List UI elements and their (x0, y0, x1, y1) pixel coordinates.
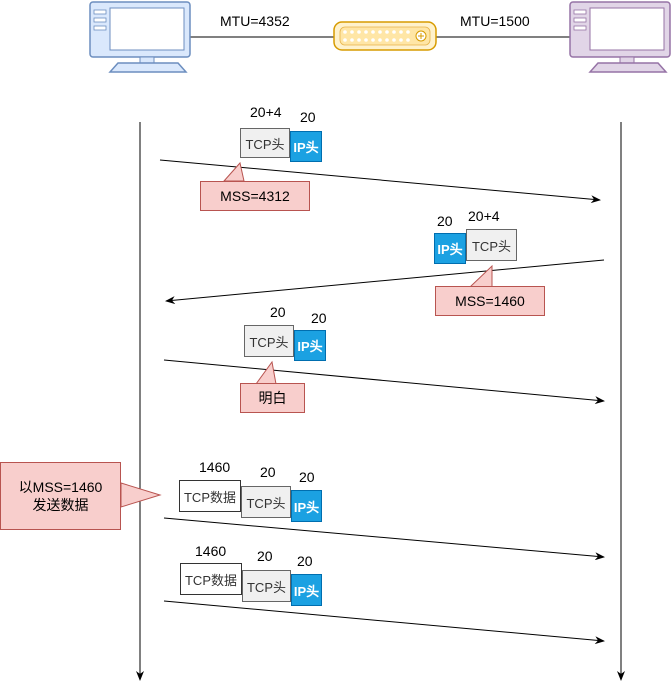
ip-size-label: 20 (297, 553, 313, 569)
ack-note: 明白 (240, 383, 305, 413)
syn-ack-arrow (165, 259, 605, 305)
data-arrow-2 (163, 600, 605, 645)
send-mss-line1: 以MSS=1460 (18, 479, 103, 495)
ip-header: IP头 (291, 490, 322, 522)
tcp-header: TCP头 (242, 570, 291, 602)
tcp-size-label: 20+4 (250, 104, 282, 120)
tcp-header: TCP头 (241, 486, 291, 518)
data-size-label: 1460 (199, 459, 231, 475)
ack-arrow (163, 359, 605, 405)
ip-size-label: 20 (300, 109, 316, 125)
tcp-header: TCP头 (244, 325, 294, 357)
computer-icon (569, 1, 671, 73)
tcp-header: TCP头 (240, 128, 290, 158)
ip-size-label: 20 (311, 310, 327, 326)
tcp-size-label: 20 (270, 304, 286, 320)
tcp-header: TCP头 (466, 229, 517, 261)
callout-pointer (120, 482, 162, 508)
send-mss-line2: 发送数据 (32, 497, 89, 513)
data-arrow-1 (163, 517, 605, 561)
tcp-size-label: 20 (260, 464, 276, 480)
syn-arrow (159, 159, 601, 204)
callout-pointer (255, 360, 277, 385)
ip-size-label: 20 (299, 469, 315, 485)
ip-header: IP头 (291, 574, 322, 606)
mtu-right-label: MTU=1500 (460, 13, 530, 29)
tcp-size-label: 20+4 (468, 208, 500, 224)
mss-server-note: MSS=1460 (435, 286, 545, 316)
computer-icon (89, 1, 191, 73)
switch-icon (333, 21, 437, 51)
ack-note-text: 明白 (258, 390, 287, 406)
send-mss-note: 以MSS=1460 发送数据 (0, 462, 121, 530)
data-size-label: 1460 (195, 543, 227, 559)
mss-client-note: MSS=4312 (200, 181, 310, 211)
callout-pointer (468, 264, 493, 288)
mtu-left-label: MTU=4352 (220, 13, 290, 29)
tcp-data: TCP数据 (179, 480, 241, 512)
ip-size-label: 20 (437, 213, 453, 229)
tcp-data: TCP数据 (180, 563, 242, 595)
ip-header: IP头 (434, 233, 466, 264)
tcp-size-label: 20 (257, 548, 273, 564)
ip-header: IP头 (294, 330, 326, 361)
ip-header: IP头 (290, 131, 322, 162)
